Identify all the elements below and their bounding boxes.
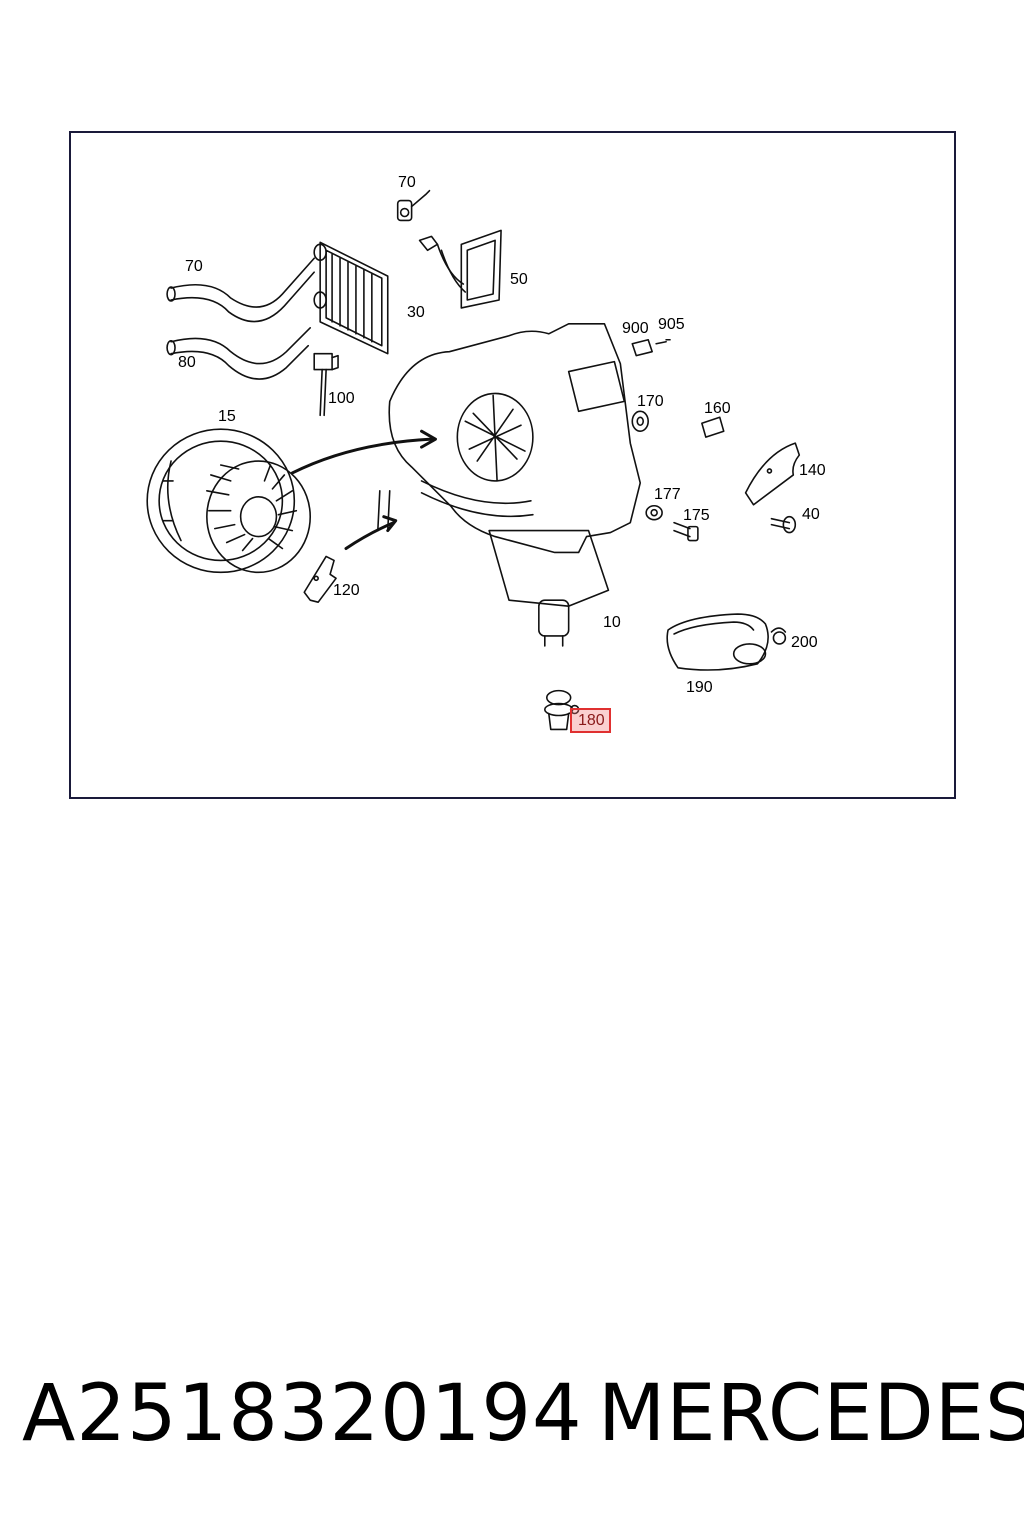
part-120-screw-drawing (770, 515, 797, 534)
callout-175[interactable]: 175 (683, 507, 710, 524)
part-30-heater-core-drawing (313, 241, 389, 355)
part-200-clip-drawing (770, 627, 787, 645)
part-177-175-fastener-drawing (645, 504, 699, 542)
callout-120[interactable]: 40 (802, 506, 820, 523)
callout-177[interactable]: 177 (654, 486, 681, 503)
callout-170[interactable]: 170 (637, 393, 664, 410)
callout-15[interactable]: 15 (218, 408, 236, 425)
part-70-hoses-drawing (166, 257, 315, 380)
callout-100[interactable]: 120 (333, 582, 360, 599)
callout-70-upper[interactable]: 70 (185, 258, 203, 275)
callout-190[interactable]: 190 (686, 679, 713, 696)
exploded-parts-diagram (146, 189, 801, 731)
callout-70-lower[interactable]: 80 (178, 354, 196, 371)
part-170-grommet-drawing (631, 410, 649, 432)
callout-40[interactable]: 50 (510, 271, 528, 288)
part-10-hvac-housing-drawing (377, 323, 642, 647)
part-140-cover-plate-drawing (744, 442, 801, 506)
callout-30[interactable]: 30 (407, 304, 425, 321)
callout-10[interactable]: 10 (603, 614, 621, 631)
part-900-905-connector-drawing (631, 338, 671, 357)
part-number: A2518320194 (22, 1369, 583, 1459)
callout-900[interactable]: 900 (622, 320, 649, 337)
part-80-sensor-drawing (313, 352, 339, 417)
part-15-blower-motor-drawing (146, 428, 312, 574)
footer-caption: A2518320194 MERCEDES (0, 1375, 1024, 1465)
parts-diagram-frame: 70 50 70 80 30 100 15 120 10 900 905 170… (69, 131, 956, 799)
part-160-clip-drawing (701, 416, 725, 438)
callout-160[interactable]: 160 (704, 400, 731, 417)
callout-905[interactable]: 905 (658, 316, 685, 333)
part-190-duct-drawing (666, 613, 769, 671)
callout-50[interactable]: 70 (398, 174, 416, 191)
assembly-arrows (290, 429, 437, 550)
part-40-seal-frame-drawing (418, 229, 502, 309)
callout-180-highlighted[interactable]: 180 (570, 708, 611, 733)
part-100-bracket-drawing (303, 555, 337, 603)
brand-name: MERCEDES (598, 1369, 1024, 1459)
callout-80[interactable]: 100 (328, 390, 355, 407)
part-50-valve-drawing (396, 189, 431, 222)
callout-200[interactable]: 200 (791, 634, 818, 651)
callout-140[interactable]: 140 (799, 462, 826, 479)
